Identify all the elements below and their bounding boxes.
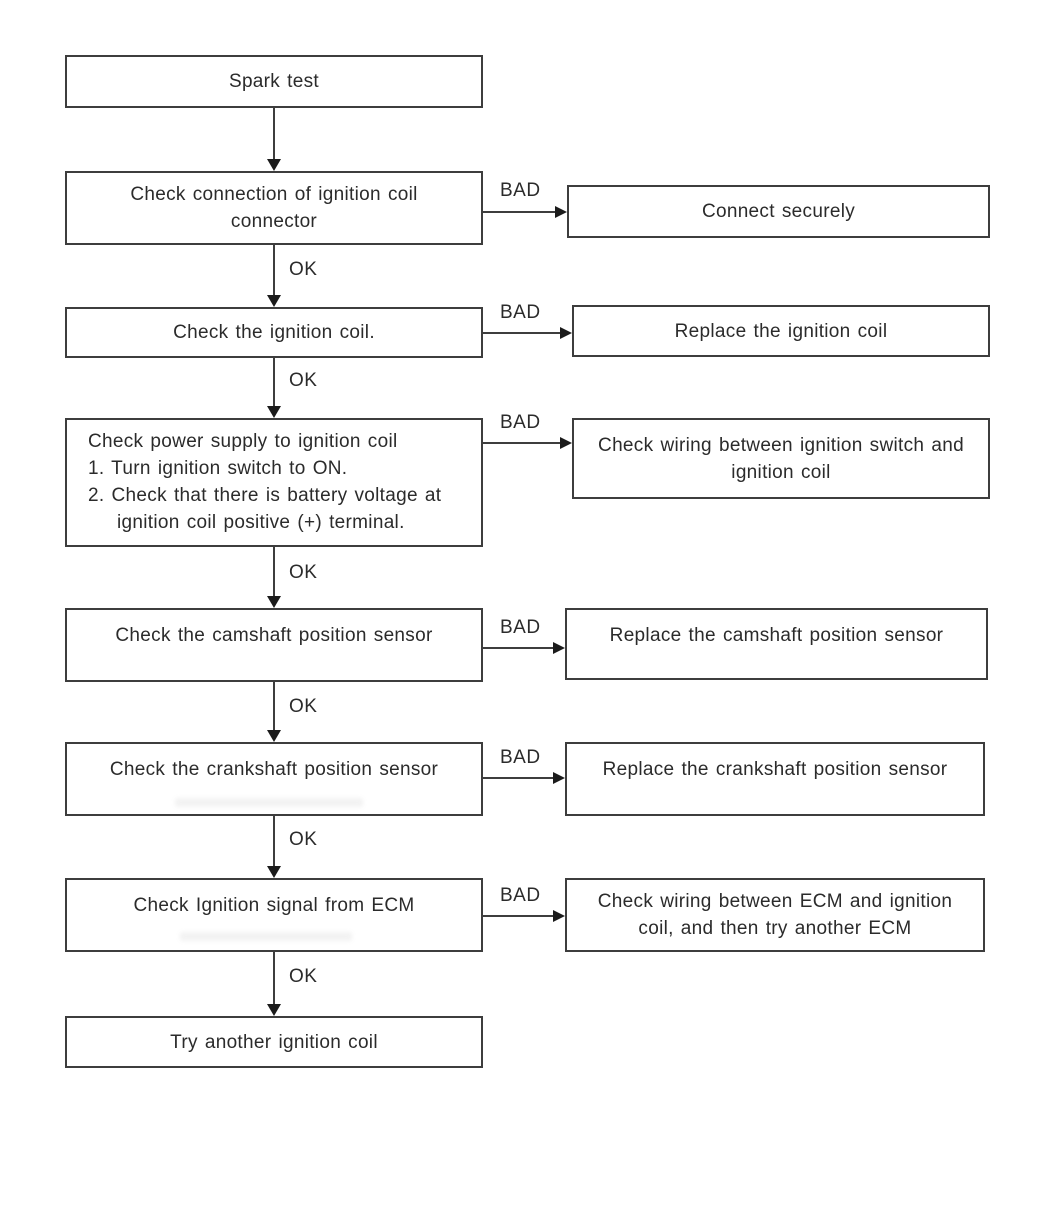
flow-step-check-camshaft-sensor: Check the camshaft position sensor <box>65 608 483 682</box>
arrowhead-right-icon <box>553 910 565 922</box>
arrowhead-down-icon <box>267 295 281 307</box>
arrowhead-down-icon <box>267 866 281 878</box>
action-text-line: Replace the ignition coil <box>674 320 888 342</box>
step-text-line: Check the crankshaft position sensor <box>109 759 439 780</box>
step-text-line: Check connection of ignition coil <box>130 184 418 205</box>
step-text-line: Check power supply to ignition coil <box>88 431 398 452</box>
arrowhead-right-icon <box>560 327 572 339</box>
flow-line-right <box>483 442 562 444</box>
scan-artifact <box>180 932 352 941</box>
step-text-line: Check the ignition coil. <box>173 322 375 343</box>
flow-line-right <box>483 777 555 779</box>
action-text-line: Check wiring between ECM and ignition <box>597 891 953 912</box>
arrowhead-right-icon <box>555 206 567 218</box>
ok-label: OK <box>289 370 318 391</box>
step-text-line: Check Ignition signal from ECM <box>133 895 415 916</box>
step-text-line: ignition coil positive (+) terminal. <box>117 512 405 533</box>
scan-artifact <box>175 798 363 807</box>
flow-step-spark-test: Spark test <box>65 55 483 108</box>
action-text-line: coil, and then try another ECM <box>638 918 912 939</box>
step-text-line: connector <box>230 211 318 232</box>
arrowhead-right-icon <box>560 437 572 449</box>
flow-action-check-wiring-switch: Check wiring between ignition switch and… <box>572 418 990 499</box>
flow-step-check-crankshaft-sensor: Check the crankshaft position sensor <box>65 742 483 816</box>
flow-line-right <box>483 647 555 649</box>
action-text-line: ignition coil <box>731 461 831 483</box>
action-text-line: Replace the camshaft position sensor <box>609 625 944 646</box>
flow-line-right <box>483 332 562 334</box>
flow-action-replace-camshaft-sensor: Replace the camshaft position sensor <box>565 608 988 680</box>
ok-label: OK <box>289 562 318 583</box>
flow-action-connect-securely: Connect securely <box>567 185 990 238</box>
flow-step-check-power-supply: Check power supply to ignition coil 1. T… <box>65 418 483 547</box>
ok-label: OK <box>289 259 318 280</box>
bad-label: BAD <box>500 885 541 906</box>
bad-label: BAD <box>500 180 541 201</box>
flow-action-replace-ignition-coil: Replace the ignition coil <box>572 305 990 357</box>
flow-line-down <box>273 245 275 296</box>
flow-step-check-connection: Check connection of ignition coil connec… <box>65 171 483 245</box>
arrowhead-down-icon <box>267 730 281 742</box>
step-text-line: Try another ignition coil <box>170 1031 378 1053</box>
action-text-line: Replace the crankshaft position sensor <box>602 759 948 780</box>
flow-line-down <box>273 547 275 597</box>
ok-label: OK <box>289 966 318 987</box>
flow-line-down <box>273 952 275 1005</box>
step-text-line: Check the camshaft position sensor <box>115 625 433 646</box>
flow-line-right <box>483 211 557 213</box>
arrowhead-down-icon <box>267 1004 281 1016</box>
flow-line-down <box>273 107 275 160</box>
flow-step-check-ignition-signal-ecm: Check Ignition signal from ECM <box>65 878 483 952</box>
flow-line-down <box>273 816 275 867</box>
step-text-line: 1. Turn ignition switch to ON. <box>88 458 348 479</box>
bad-label: BAD <box>500 302 541 323</box>
flow-step-try-another-ignition-coil: Try another ignition coil <box>65 1016 483 1068</box>
arrowhead-right-icon <box>553 772 565 784</box>
ok-label: OK <box>289 696 318 717</box>
bad-label: BAD <box>500 617 541 638</box>
arrowhead-down-icon <box>267 596 281 608</box>
action-text-line: Connect securely <box>701 201 856 222</box>
flow-step-check-ignition-coil: Check the ignition coil. <box>65 307 483 358</box>
arrowhead-right-icon <box>553 642 565 654</box>
flow-action-check-wiring-ecm: Check wiring between ECM and ignition co… <box>565 878 985 952</box>
flow-line-down <box>273 682 275 731</box>
step-text-line: Spark test <box>228 71 320 92</box>
flow-action-replace-crankshaft-sensor: Replace the crankshaft position sensor <box>565 742 985 816</box>
bad-label: BAD <box>500 412 541 433</box>
flow-line-down <box>273 358 275 407</box>
arrowhead-down-icon <box>267 159 281 171</box>
arrowhead-down-icon <box>267 406 281 418</box>
ok-label: OK <box>289 829 318 850</box>
action-text-line: Check wiring between ignition switch and <box>598 434 964 456</box>
step-text-line: 2. Check that there is battery voltage a… <box>88 485 442 506</box>
bad-label: BAD <box>500 747 541 768</box>
flow-line-right <box>483 915 555 917</box>
